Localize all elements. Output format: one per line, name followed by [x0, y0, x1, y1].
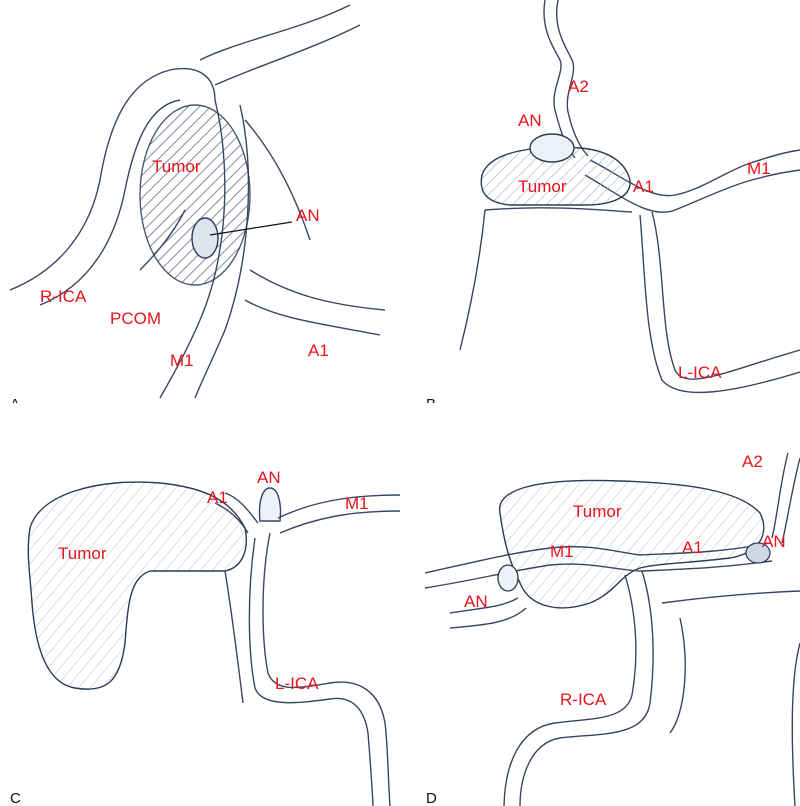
- l-ica-vessel: [262, 532, 391, 806]
- label-pcom: PCOM: [110, 309, 161, 328]
- label-m1: M1: [747, 159, 771, 178]
- aneurysm-left-shape: [497, 564, 519, 592]
- label-tumor: Tumor: [152, 157, 201, 176]
- label-tumor: Tumor: [573, 502, 622, 521]
- label-an: AN: [257, 468, 281, 487]
- r-ica-vessel: [9, 68, 216, 291]
- tumor-shape: [499, 479, 765, 609]
- panel-b-drawing: [459, 0, 800, 394]
- label-r-ica: R-ICA: [560, 690, 607, 709]
- aneurysm-shape: [529, 133, 575, 163]
- l-ica-vessel: [651, 211, 800, 380]
- an-pointer-line: [209, 221, 293, 236]
- aneurysm-shape: [191, 217, 219, 259]
- label-a1: A1: [682, 538, 703, 557]
- tumor-shape: [139, 104, 251, 286]
- r-ica-vessel: [519, 570, 654, 806]
- label-an: AN: [296, 206, 320, 225]
- panel-letter-b: B: [426, 397, 436, 403]
- label-tumor: Tumor: [518, 177, 567, 196]
- panel-letter-c: C: [10, 790, 21, 806]
- label-l-ica: L-ICA: [678, 363, 722, 382]
- panel-a: Tumor AN R-ICA PCOM M1 A1 A: [0, 0, 400, 403]
- panel-d: A2 Tumor AN A1 M1 AN R-ICA D: [400, 403, 800, 806]
- label-an-left: AN: [464, 592, 488, 611]
- panel-letter-a: A: [10, 397, 20, 403]
- label-m1: M1: [550, 542, 574, 561]
- label-m1: M1: [170, 351, 194, 370]
- label-an: AN: [518, 111, 542, 130]
- label-tumor: Tumor: [58, 544, 107, 563]
- label-a1: A1: [633, 177, 654, 196]
- label-a1: A1: [207, 488, 228, 507]
- panel-d-drawing: [424, 452, 800, 806]
- panel-letter-d: D: [426, 790, 437, 806]
- a2-vessel: [771, 452, 789, 539]
- panel-c: Tumor A1 AN M1 L-ICA C: [0, 403, 400, 806]
- aneurysm-right-shape: [745, 542, 771, 564]
- tumor-shape: [27, 481, 247, 690]
- a1-vessel: [224, 492, 259, 524]
- label-an-right: AN: [762, 532, 786, 551]
- panel-a-drawing: [9, 4, 386, 399]
- label-m1: M1: [345, 494, 369, 513]
- label-a1: A1: [308, 341, 329, 360]
- a1-vessel: [244, 299, 381, 336]
- aneurysm-shape: [258, 487, 282, 522]
- m1-vessel: [424, 542, 771, 574]
- label-l-ica: L-ICA: [275, 674, 319, 693]
- label-r-ica: R-ICA: [40, 287, 87, 306]
- label-a2: A2: [568, 77, 589, 96]
- m1-vessel: [277, 494, 400, 519]
- panel-c-drawing: [27, 481, 400, 806]
- label-a2: A2: [742, 452, 763, 471]
- panel-b: A2 AN Tumor A1 M1 L-ICA B: [400, 0, 800, 403]
